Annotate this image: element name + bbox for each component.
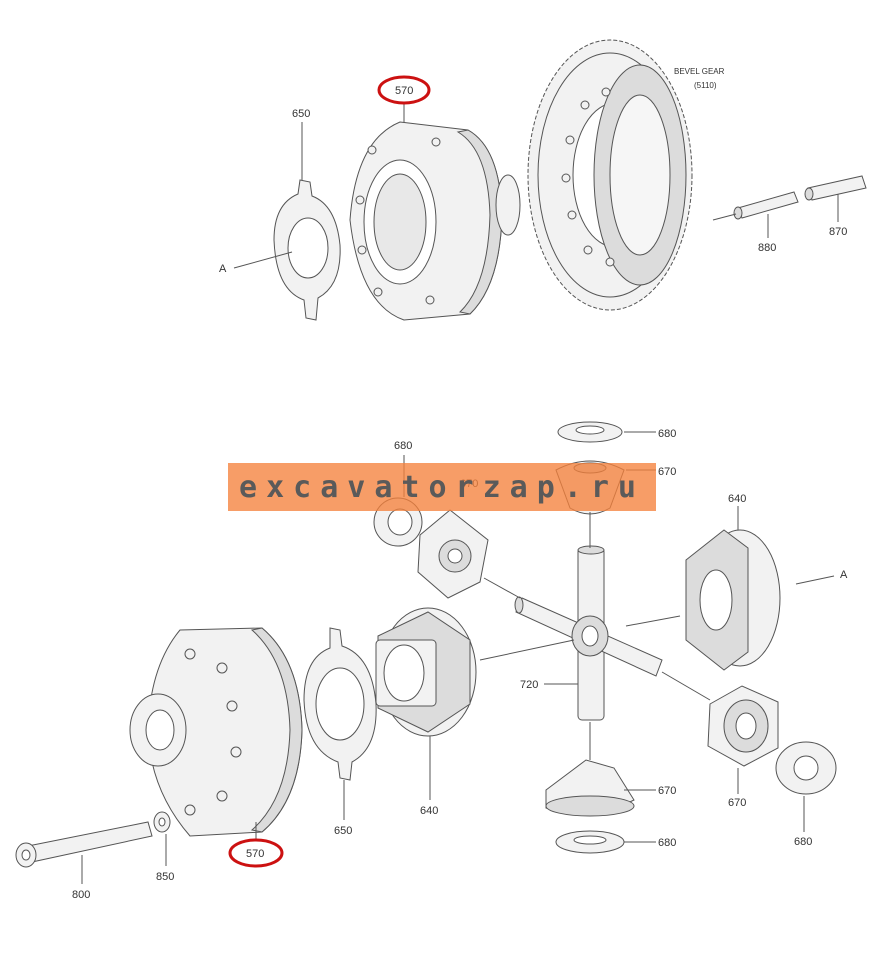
- lock-washer-850: [153, 811, 171, 833]
- label-a-top: A: [219, 263, 227, 275]
- label-570-bottom: 570: [246, 848, 264, 860]
- pinion-gear-670-left: [417, 509, 489, 599]
- label-680-top: 680: [658, 428, 676, 440]
- label-850: 850: [156, 871, 174, 883]
- pin-880: [733, 191, 799, 220]
- bevel-gear-title: BEVEL GEAR: [674, 67, 725, 76]
- label-870: 870: [829, 226, 847, 238]
- thrust-washer-680-right: [775, 741, 837, 795]
- bolt-800: [15, 821, 153, 868]
- spider-cross-720: [514, 545, 663, 721]
- pinion-gear-670-bottom: [545, 759, 635, 817]
- label-680-bottom: 680: [658, 837, 676, 849]
- label-a-bottom: A: [840, 569, 848, 581]
- label-680-right: 680: [794, 836, 812, 848]
- label-670-top: 670: [658, 466, 676, 478]
- differential-case-570-top: [349, 121, 521, 321]
- watermark-text: excavatorzap.ru: [239, 469, 645, 505]
- label-800: 800: [72, 889, 90, 901]
- label-650-top: 650: [292, 108, 310, 120]
- bevel-gear-subtitle: (5110): [694, 81, 717, 90]
- thrust-washer-680-top: [557, 421, 623, 443]
- bevel-gear-5110: [527, 39, 693, 311]
- label-570-top: 570: [395, 85, 413, 97]
- label-720: 720: [520, 679, 538, 691]
- gasket-650-top: [273, 179, 341, 321]
- callout-ring-570-bottom: [228, 838, 284, 868]
- spring-pin-870: [804, 175, 867, 201]
- thrust-washer-680-bottom: [555, 830, 625, 854]
- label-680-left: 680: [394, 440, 412, 452]
- label-880: 880: [758, 242, 776, 254]
- side-gear-640-right: [685, 529, 781, 671]
- label-670-right: 670: [728, 797, 746, 809]
- label-640-right: 640: [728, 493, 746, 505]
- label-640-middle: 640: [420, 805, 438, 817]
- pinion-gear-670-right: [707, 685, 779, 767]
- label-670-bottom: 670: [658, 785, 676, 797]
- differential-case-570-bottom: [129, 627, 303, 837]
- watermark-banner: excavatorzap.ru: [228, 463, 656, 511]
- callout-ring-570-top: [377, 75, 431, 105]
- gasket-650-bottom: [303, 627, 377, 781]
- side-gear-640-middle: [375, 607, 477, 737]
- label-650-bottom: 650: [334, 825, 352, 837]
